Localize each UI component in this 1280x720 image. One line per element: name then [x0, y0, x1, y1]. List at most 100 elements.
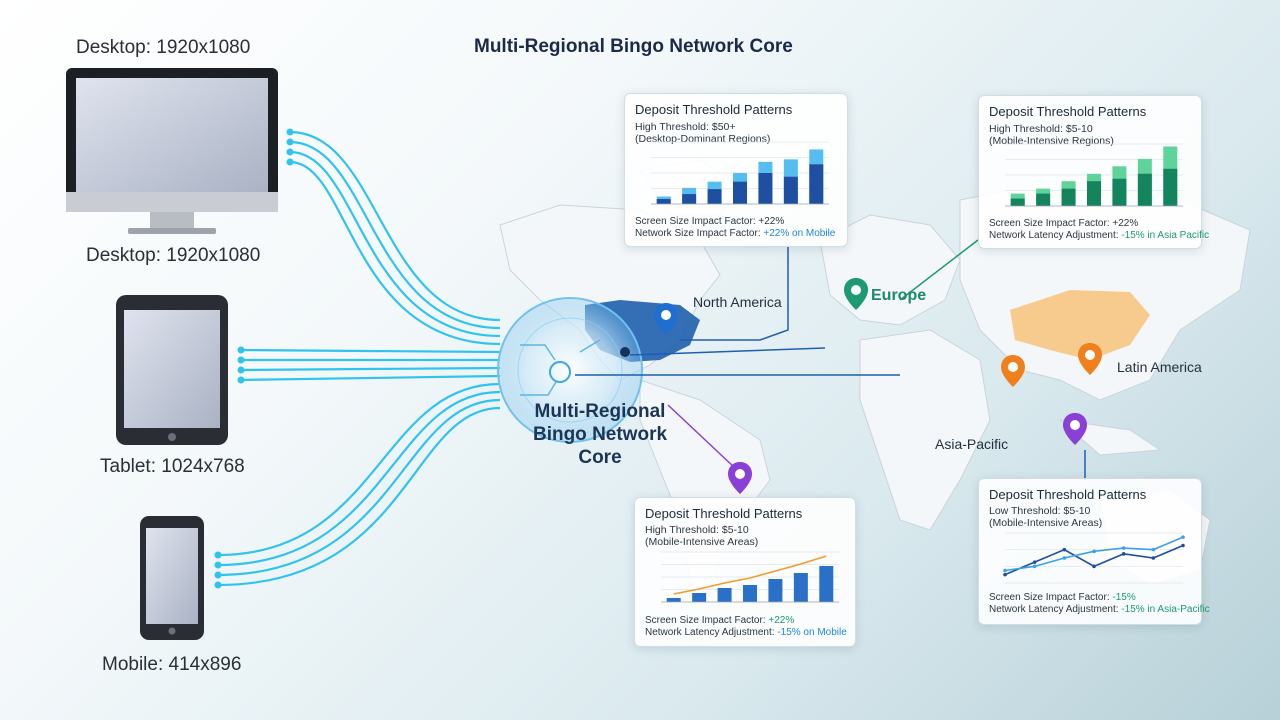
na-node-dot [620, 347, 630, 357]
bar [692, 593, 707, 602]
foot-prefix: Screen Size Impact Factor: [989, 592, 1110, 603]
europe-route-line [899, 239, 979, 301]
bar-lower [758, 173, 773, 204]
bar [743, 585, 757, 602]
region-latin-america: Latin America [1117, 359, 1202, 375]
panel-threshold: Low Threshold: $5-10 [989, 505, 1091, 517]
bar-lower [707, 189, 722, 204]
network-core [497, 297, 643, 443]
panel-threshold-note: (Mobile-Intensive Areas) [645, 536, 759, 548]
panel-threshold: High Threshold: $50+ [635, 121, 736, 133]
data-point [1121, 546, 1126, 550]
mobile-connector-lines [217, 382, 501, 587]
latam-route-line [667, 404, 736, 469]
data-point [1032, 560, 1037, 564]
panel-foot-2: Network Latency Adjustment: -15% on Mobi… [645, 627, 847, 638]
core-label-line-1: Multi-Regional [534, 401, 666, 422]
foot-prefix: Network Size Impact Factor: [635, 228, 761, 239]
foot-prefix: Network Latency Adjustment: [989, 230, 1119, 241]
core-label-line-2: Bingo Network [532, 424, 668, 445]
panel-title: Deposit Threshold Patterns [989, 487, 1147, 502]
data-point [1003, 572, 1007, 577]
foot-prefix: Screen Size Impact Factor: [645, 615, 766, 626]
bar-lower [656, 199, 671, 204]
panel-threshold: High Threshold: $5-10 [645, 524, 749, 536]
bar-lower [1163, 168, 1178, 206]
foot-value: -15% in Asia Pacific [1121, 230, 1210, 241]
chart-bar-desktop [651, 141, 829, 205]
panel-foot-1: Screen Size Impact Factor: -15% [989, 592, 1136, 603]
panel-foot-2: Network Latency Adjustment: -15% in Asia… [989, 604, 1210, 615]
network-core-label: Multi-Regional Bingo Network Core [500, 400, 700, 469]
bar-lower [1061, 188, 1076, 206]
connector-dots [214, 128, 294, 589]
foot-value: -15% on Mobile [777, 627, 847, 638]
foot-prefix: Network Latency Adjustment: [989, 604, 1119, 615]
landmass-africa [859, 329, 991, 531]
panel-threshold: High Threshold: $5-10 [989, 123, 1093, 135]
tablet-icon [116, 295, 228, 445]
foot-value: +22% [768, 615, 795, 626]
data-point [1121, 552, 1126, 556]
data-point [1062, 556, 1067, 560]
desktop-label: Desktop: 1920x1080 [86, 245, 261, 266]
data-point [1032, 564, 1037, 569]
chart-line-apac [1003, 532, 1185, 584]
region-asia-pacific: Asia-Pacific [935, 436, 1009, 452]
asia-highlight [1010, 290, 1150, 360]
bar-lower [783, 176, 798, 204]
panel-title: Deposit Threshold Patterns [989, 104, 1147, 119]
foot-prefix: Network Latency Adjustment: [645, 627, 775, 638]
pin-asia-west[interactable] [1001, 355, 1025, 387]
pin-latin-america[interactable] [728, 462, 752, 494]
bar-lower [809, 164, 824, 204]
foot-value: -15% in Asia-Pacific [1121, 604, 1210, 615]
data-point [1062, 547, 1067, 552]
data-point [1151, 547, 1156, 552]
bar-lower [733, 181, 747, 204]
tablet-connector-lines [239, 348, 501, 382]
bar [666, 598, 681, 602]
pin-asia-east[interactable] [1078, 343, 1102, 375]
panel-top-left: Deposit Threshold Patterns High Threshol… [624, 93, 848, 247]
data-point [1003, 568, 1007, 573]
bar [793, 573, 808, 602]
bar [717, 588, 732, 602]
desktop-monitor-icon [66, 68, 278, 234]
bar [819, 566, 834, 602]
data-point [1151, 556, 1156, 560]
panel-bottom-right: Deposit Threshold Patterns Low Threshold… [978, 478, 1210, 625]
bar-lower [1087, 181, 1101, 206]
panel-foot-1: Screen Size Impact Factor: +22% [635, 216, 785, 227]
data-point [1181, 535, 1185, 539]
bar-lower [1010, 198, 1025, 206]
data-point [1181, 543, 1185, 548]
panel-foot-1: Screen Size Impact Factor: +22% [989, 218, 1139, 229]
desktop-top-label: Desktop: 1920x1080 [76, 37, 251, 58]
pin-north-america[interactable] [654, 303, 678, 335]
panel-threshold-note: (Mobile-Intensive Areas) [989, 517, 1103, 529]
chart-bar-mobile [1005, 143, 1183, 207]
bar-lower [1112, 178, 1127, 206]
bar-lower [1036, 193, 1051, 206]
pin-asia-pacific[interactable] [1063, 413, 1087, 445]
page-title: Multi-Regional Bingo Network Core [474, 36, 793, 57]
mobile-phone-icon [140, 516, 204, 640]
foot-value: -15% [1112, 592, 1136, 603]
route-lines [575, 245, 1086, 480]
foot-value: +22% on Mobile [763, 228, 836, 239]
mobile-label: Mobile: 414x896 [102, 654, 242, 675]
bar-lower [1137, 173, 1152, 206]
panel-title: Deposit Threshold Patterns [645, 506, 803, 521]
region-north-america: North America [693, 294, 782, 310]
data-point [1092, 564, 1096, 569]
pin-europe[interactable] [844, 278, 868, 310]
core-label-line-3: Core [578, 447, 622, 468]
bar-lower [682, 194, 697, 204]
panel-title: Deposit Threshold Patterns [635, 102, 793, 117]
desktop-connector-lines [289, 130, 501, 346]
panel-foot-1: Screen Size Impact Factor: +22% [645, 615, 794, 626]
panel-foot-2: Network Size Impact Factor: +22% on Mobi… [635, 228, 835, 239]
tablet-label: Tablet: 1024x768 [100, 456, 245, 477]
trend-line [673, 555, 827, 595]
